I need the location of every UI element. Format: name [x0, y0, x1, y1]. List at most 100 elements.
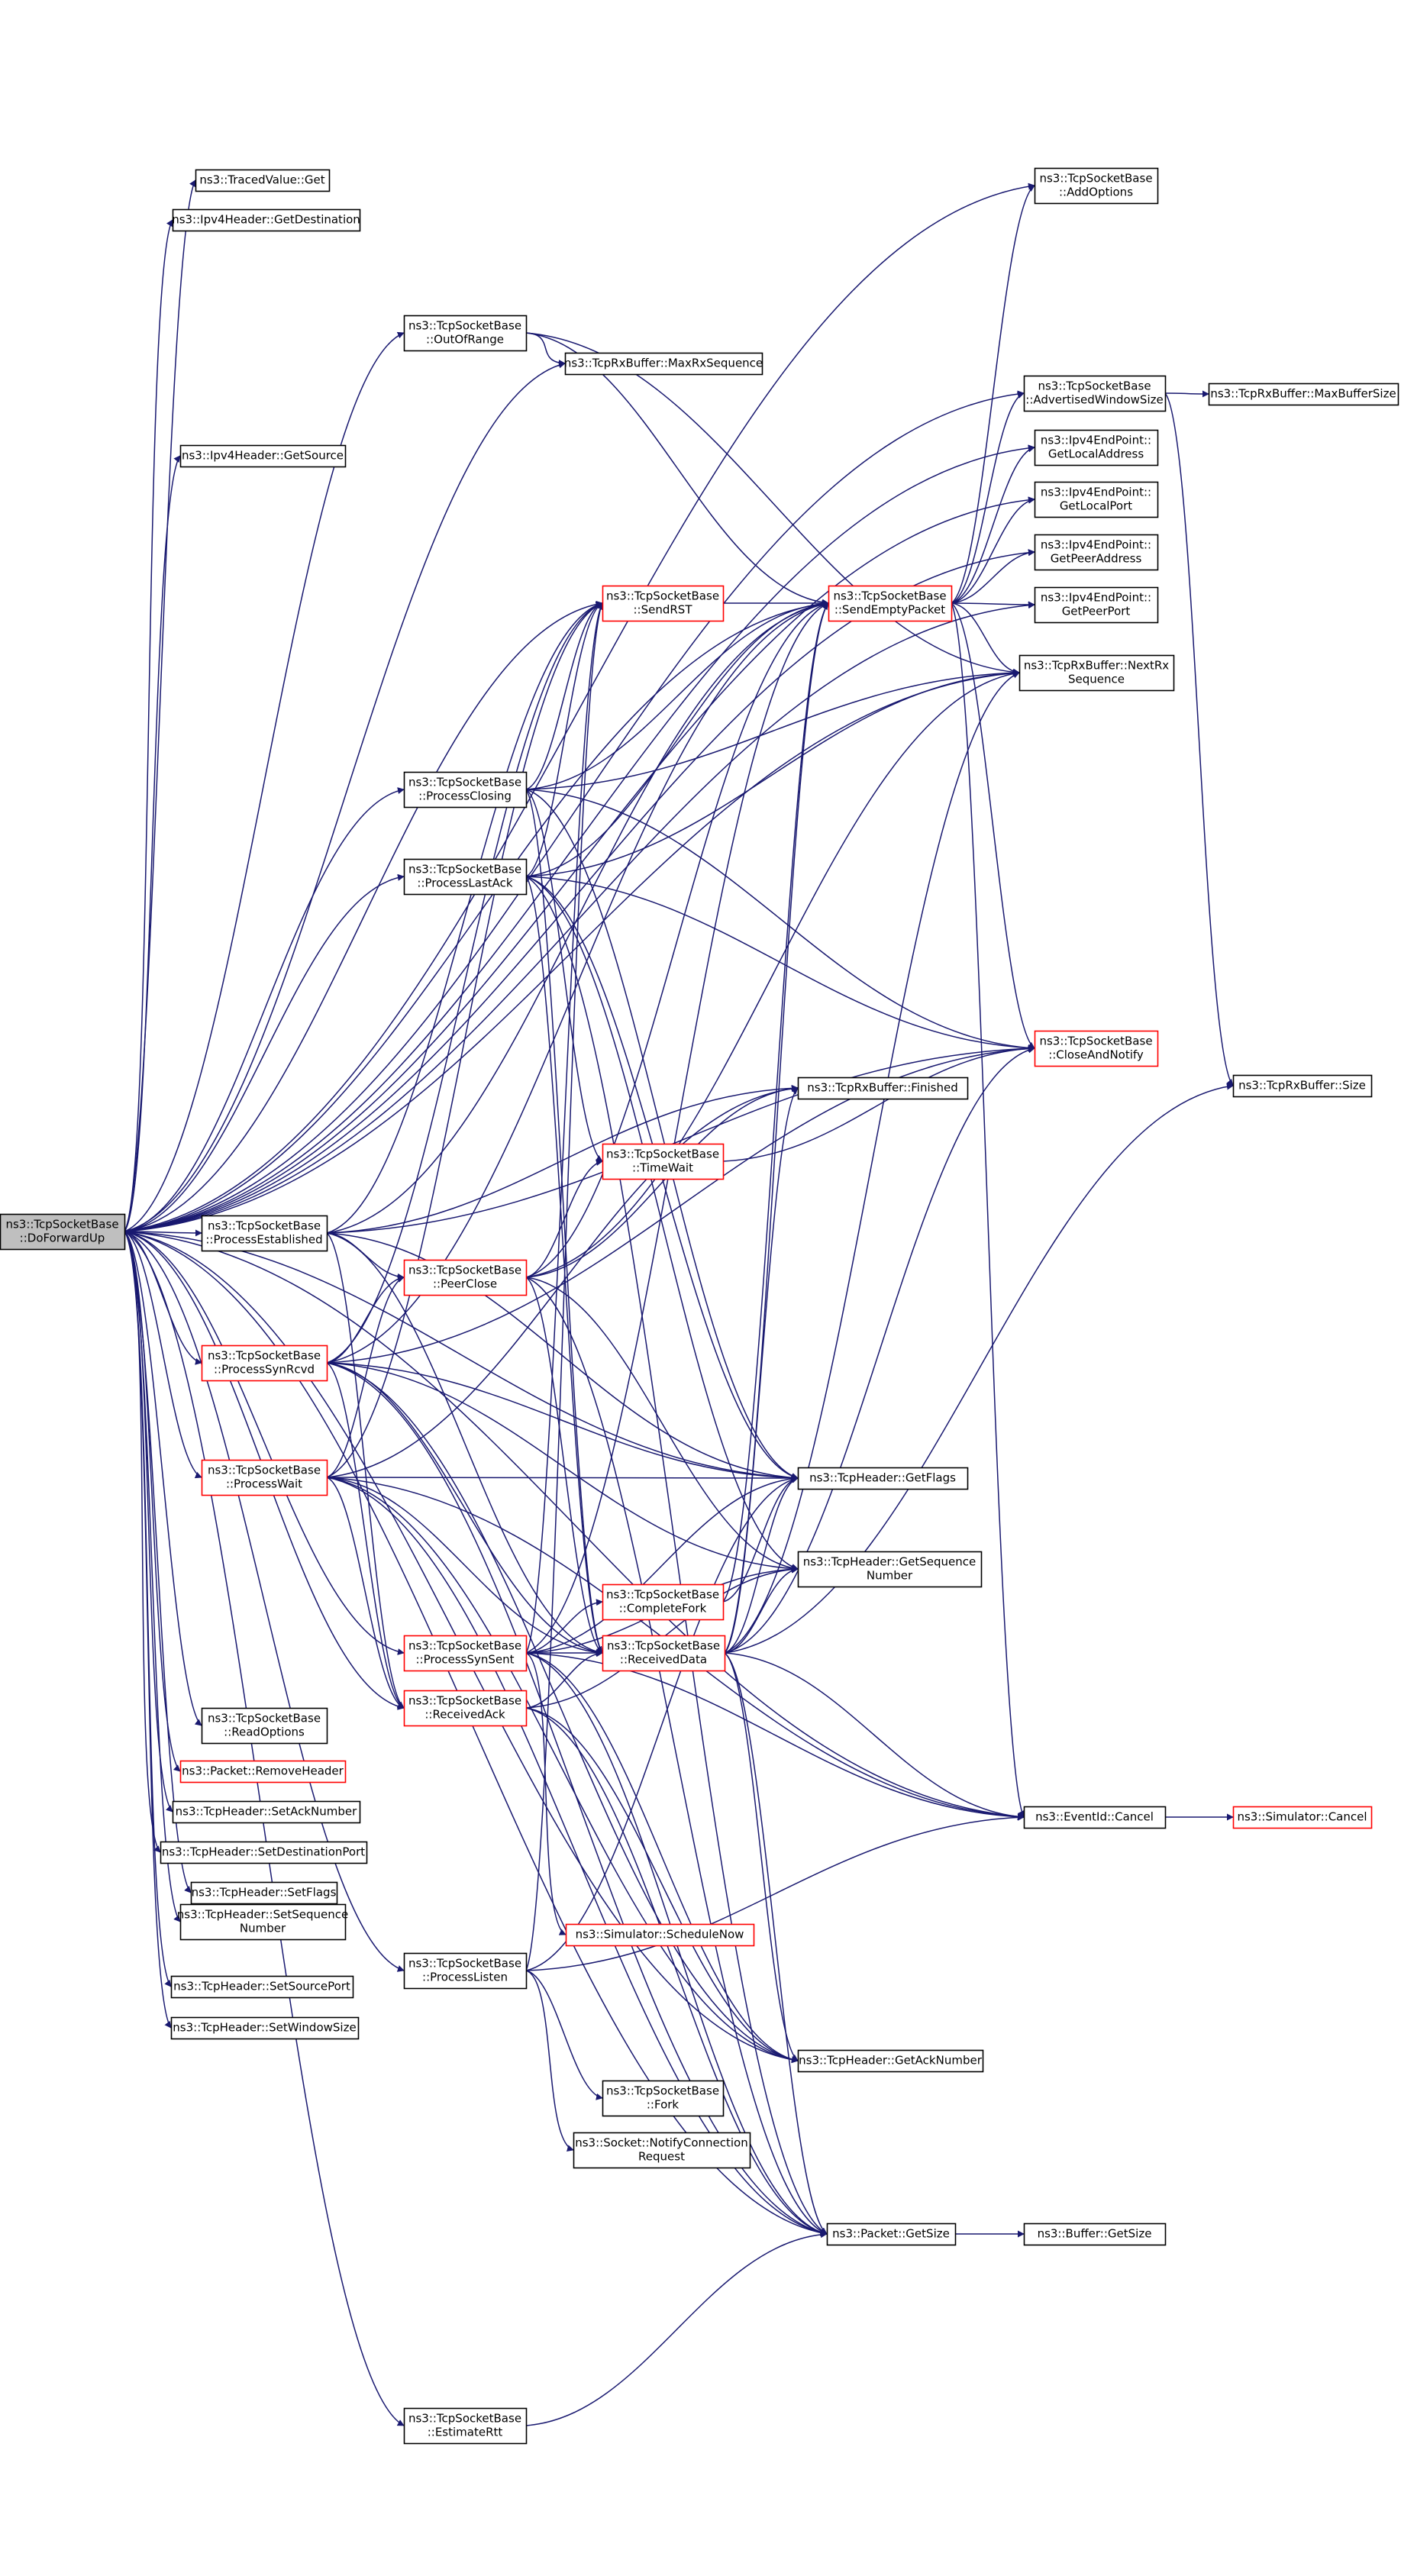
call-edge-processsynsent-to-schedulenow: [525, 1652, 567, 1935]
function-node-outofrange[interactable]: ns3::TcpSocketBase::OutOfRange: [403, 315, 528, 352]
function-node-label: ns3::TcpRxBuffer::NextRx: [1024, 659, 1169, 673]
function-node-label: ns3::TcpHeader::SetDestinationPort: [162, 1845, 365, 1859]
function-node-receivedack[interactable]: ns3::TcpSocketBase::ReceivedAck: [403, 1690, 528, 1727]
function-node-simulator_cancel[interactable]: ns3::Simulator::Cancel: [1232, 1806, 1373, 1829]
function-node-processsynsent[interactable]: ns3::TcpSocketBase::ProcessSynSent: [403, 1635, 528, 1672]
function-node-fork[interactable]: ns3::TcpSocketBase::Fork: [602, 2080, 725, 2117]
function-node-processwait[interactable]: ns3::TcpSocketBase::ProcessWait: [201, 1459, 328, 1496]
function-node-removeheader[interactable]: ns3::Packet::RemoveHeader: [179, 1760, 347, 1784]
call-edge-receiveddata-to-getseqnum: [724, 1566, 799, 1654]
call-edge-receivedack-to-receiveddata: [525, 1650, 603, 1709]
function-node-box: [1018, 654, 1175, 692]
function-node-getacknumber[interactable]: ns3::TcpHeader::GetAckNumber: [797, 2049, 984, 2073]
call-edge-processsynrcvd-to-receivedack: [326, 1362, 405, 1709]
function-node-label: ns3::TcpHeader::SetAckNumber: [176, 1805, 357, 1819]
function-node-sendempty[interactable]: ns3::TcpSocketBase::SendEmptyPacket: [828, 585, 953, 622]
function-node-processlastack[interactable]: ns3::TcpSocketBase::ProcessLastAck: [403, 858, 528, 896]
function-node-setflags[interactable]: ns3::TcpHeader::SetFlags: [190, 1881, 338, 1905]
function-node-advwin[interactable]: ns3::TcpSocketBase::AdvertisedWindowSize: [1023, 375, 1167, 412]
function-node-label: ::ProcessListen: [422, 1971, 508, 1984]
function-node-box: [172, 1800, 361, 1824]
function-node-getflags[interactable]: ns3::TcpHeader::GetFlags: [797, 1467, 969, 1490]
function-node-box: [828, 585, 953, 622]
function-node-label: Number: [240, 1922, 286, 1935]
function-node-label: ns3::TcpSocketBase: [606, 1148, 719, 1161]
call-edge-processwait-to-finished: [326, 1085, 799, 1478]
call-edge-receiveddata-to-finished: [724, 1087, 799, 1654]
function-node-box: [170, 2016, 360, 2040]
function-node-ipv4header_getsource[interactable]: ns3::Ipv4Header::GetSource: [179, 444, 347, 468]
function-node-processlisten[interactable]: ns3::TcpSocketBase::ProcessListen: [403, 1952, 528, 1990]
function-node-receiveddata[interactable]: ns3::TcpSocketBase::ReceivedData: [602, 1635, 726, 1672]
function-node-getpeeraddr[interactable]: ns3::Ipv4EndPoint::GetPeerAddress: [1034, 534, 1159, 571]
call-edge-processwait-to-packet_getsize: [326, 1477, 828, 2236]
function-node-label: Sequence: [1068, 673, 1125, 686]
function-node-completefork[interactable]: ns3::TcpSocketBase::CompleteFork: [602, 1583, 725, 1621]
function-node-processestablished[interactable]: ns3::TcpSocketBase::ProcessEstablished: [201, 1215, 328, 1252]
call-edge-processclosing-to-getflags: [525, 789, 799, 1480]
function-node-getlocaladdr[interactable]: ns3::Ipv4EndPoint::GetLocalAddress: [1034, 429, 1159, 466]
call-edge-sendempty-to-nextrxseq: [951, 602, 1020, 676]
function-node-processclosing[interactable]: ns3::TcpSocketBase::ProcessClosing: [403, 771, 528, 809]
function-node-readoptions[interactable]: ns3::TcpSocketBase::ReadOptions: [201, 1707, 328, 1745]
function-node-box: [170, 1975, 354, 1999]
function-node-getlocalport[interactable]: ns3::Ipv4EndPoint::GetLocalPort: [1034, 481, 1159, 518]
function-node-setwindowsize[interactable]: ns3::TcpHeader::SetWindowSize: [170, 2016, 360, 2040]
call-edge-peerclose-to-receiveddata: [525, 1277, 603, 1654]
function-node-label: ns3::Ipv4EndPoint::: [1041, 538, 1151, 552]
function-node-peerclose[interactable]: ns3::TcpSocketBase::PeerClose: [403, 1259, 528, 1296]
call-edge-receiveddata-to-rxbuffer_size: [724, 1083, 1234, 1654]
function-node-label: ns3::TcpSocketBase: [208, 1349, 321, 1363]
function-node-label: ns3::Ipv4EndPoint::: [1041, 486, 1151, 499]
function-node-rxbuffer_size[interactable]: ns3::TcpRxBuffer::Size: [1232, 1074, 1373, 1098]
call-edge-receiveddata-to-eventid_cancel: [724, 1652, 1025, 1820]
function-node-ipv4header_getdest[interactable]: ns3::Ipv4Header::GetDestination: [172, 208, 361, 232]
function-node-sendrst[interactable]: ns3::TcpSocketBase::SendRST: [602, 585, 725, 622]
call-edge-receiveddata-to-packet_getsize: [724, 1652, 828, 2235]
function-node-root[interactable]: ns3::TcpSocketBase::DoForwardUp: [0, 1213, 126, 1251]
call-edge-processsynsent-to-completefork: [525, 1599, 603, 1654]
function-node-maxbufsize[interactable]: ns3::TcpRxBuffer::MaxBufferSize: [1208, 383, 1399, 406]
function-node-setdestport[interactable]: ns3::TcpHeader::SetDestinationPort: [160, 1841, 368, 1864]
function-node-label: ::CompleteFork: [619, 1602, 707, 1616]
function-node-box: [0, 1213, 126, 1251]
function-node-estimatertt[interactable]: ns3::TcpSocketBase::EstimateRtt: [403, 2407, 528, 2445]
function-node-label: ns3::TcpSocketBase: [833, 589, 946, 603]
call-edge-peerclose-to-timewait: [525, 1159, 603, 1278]
function-node-eventid_cancel[interactable]: ns3::EventId::Cancel: [1023, 1806, 1167, 1829]
function-node-getpeerport[interactable]: ns3::Ipv4EndPoint::GetPeerPort: [1034, 586, 1159, 624]
function-node-label: ::TimeWait: [632, 1161, 693, 1175]
function-node-box: [1232, 1074, 1373, 1098]
function-node-label: Request: [638, 2150, 685, 2164]
function-node-setsourceport[interactable]: ns3::TcpHeader::SetSourcePort: [170, 1975, 354, 1999]
call-edge-root-to-sendempty: [124, 600, 829, 1232]
function-node-label: ns3::TcpSocketBase: [208, 1712, 321, 1725]
function-node-closeandnotify[interactable]: ns3::TcpSocketBase::CloseAndNotify: [1034, 1030, 1159, 1067]
call-edge-timewait-to-closeandnotify: [722, 1044, 1035, 1162]
function-node-box: [1034, 167, 1159, 205]
function-node-setacknumber[interactable]: ns3::TcpHeader::SetAckNumber: [172, 1800, 361, 1824]
function-node-buffer_getsize[interactable]: ns3::Buffer::GetSize: [1023, 2223, 1167, 2246]
function-node-box: [1023, 375, 1167, 412]
function-node-box: [602, 585, 725, 622]
function-node-label: ns3::Ipv4Header::GetSource: [182, 449, 344, 463]
function-node-box: [1208, 383, 1399, 406]
call-edge-peerclose-to-nextrxseq: [525, 670, 1020, 1278]
call-edge-root-to-processlisten: [124, 1231, 405, 1972]
function-node-maxrxseq[interactable]: ns3::TcpRxBuffer::MaxRxSequence: [564, 352, 763, 376]
function-node-timewait[interactable]: ns3::TcpSocketBase::TimeWait: [602, 1143, 725, 1180]
function-node-processsynrcvd[interactable]: ns3::TcpSocketBase::ProcessSynRcvd: [201, 1344, 328, 1382]
function-node-label: GetPeerPort: [1062, 605, 1131, 618]
function-node-addoptions[interactable]: ns3::TcpSocketBase::AddOptions: [1034, 167, 1159, 205]
function-node-box: [160, 1841, 368, 1864]
function-node-tracedvalue_get[interactable]: ns3::TracedValue::Get: [195, 169, 331, 192]
function-node-packet_getsize[interactable]: ns3::Packet::GetSize: [826, 2223, 957, 2246]
function-node-finished[interactable]: ns3::TcpRxBuffer::Finished: [797, 1077, 969, 1100]
function-node-label: ::SendRST: [634, 603, 693, 617]
function-node-schedulenow[interactable]: ns3::Simulator::ScheduleNow: [565, 1923, 755, 1947]
function-node-label: ns3::TcpSocketBase: [408, 863, 521, 876]
